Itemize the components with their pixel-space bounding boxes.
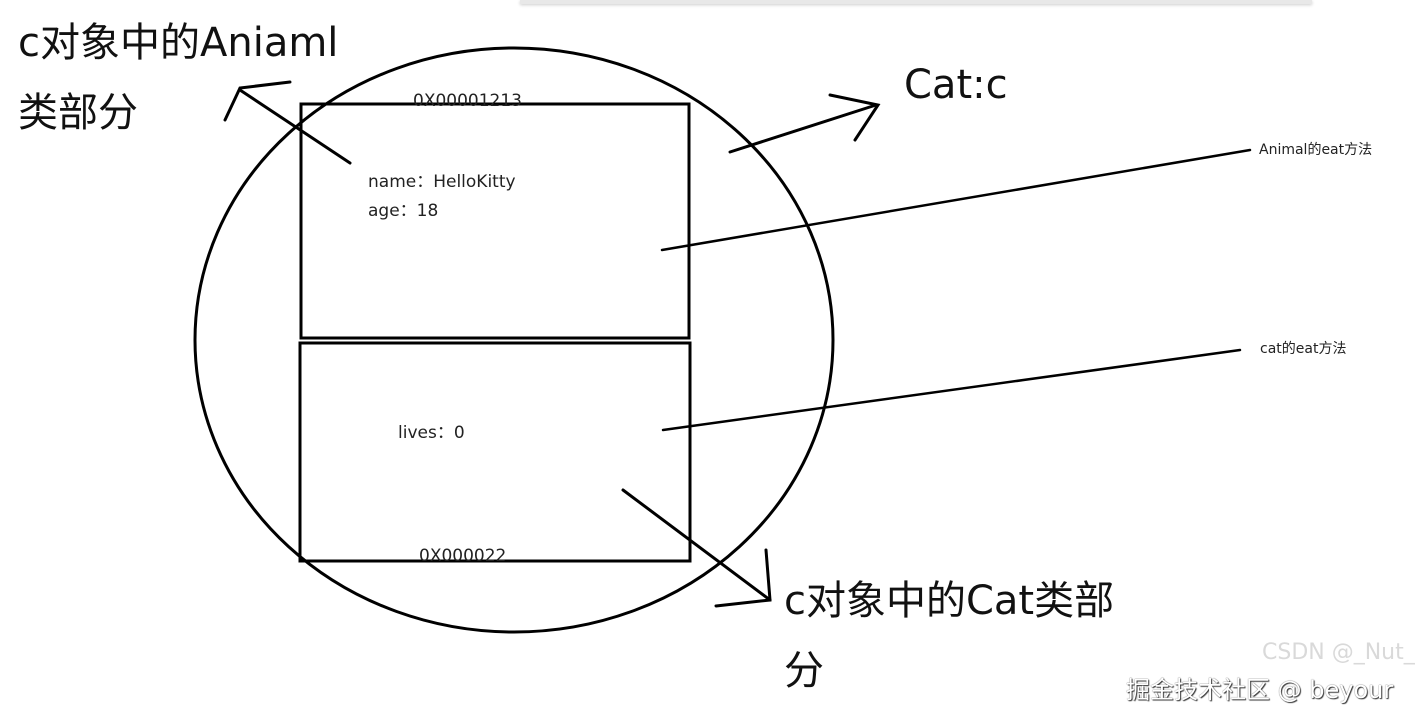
watermark-juejin: 掘金技术社区 @ beyour [1126,676,1394,704]
lives-field: lives：0 [398,423,465,443]
cat-part-box [298,341,692,563]
object-arrow [728,93,881,154]
age-field: age：18 [368,201,439,221]
cat-part-label-line1: c对象中的Cat类部 [784,578,1115,624]
cat-part-label-line2: 分 [784,648,824,694]
cat-eat-line [661,348,1242,432]
cat-eat-label: cat的eat方法 [1260,341,1347,357]
object-circle [193,46,835,634]
animal-eat-label: Animal的eat方法 [1259,142,1373,158]
watermark-csdn: CSDN @_Nut_ [1262,640,1415,665]
animal-part-arrow [223,80,352,165]
animal-part-label-line1: c对象中的Aniaml [18,20,339,66]
address-top: 0X00001213 [413,91,522,111]
animal-part-label-line2: 类部分 [18,90,138,136]
cat-part-arrow [621,488,772,608]
top-bar [520,0,1312,4]
object-label: Cat:c [904,62,1008,108]
name-field: name：HelloKitty [368,172,516,192]
animal-eat-line [660,148,1252,252]
address-bottom: 0X000022 [419,546,507,566]
animal-part-box [299,102,691,340]
